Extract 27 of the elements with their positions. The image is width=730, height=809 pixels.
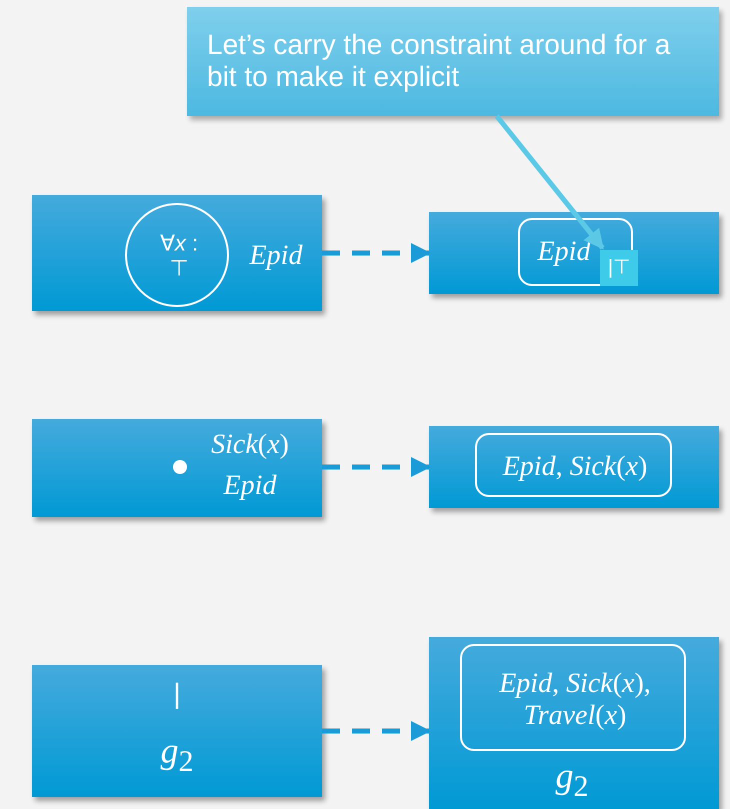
math-label: Epid, Sick(x), Travel(x) — [498, 668, 652, 732]
callout-box — [187, 7, 719, 116]
highlight-box — [600, 250, 638, 286]
process-box — [32, 419, 322, 517]
math-label: Sick(x) — [211, 428, 289, 462]
math-label: Epid — [538, 236, 590, 268]
math-label: Epid, Sick(x) — [502, 450, 648, 484]
process-box — [429, 426, 719, 508]
process-box — [429, 212, 719, 294]
dashed-arrow — [322, 243, 431, 263]
callout-text: Let’s carry the constraint around for a bit to make it explicit — [207, 28, 672, 94]
math-label: Epid — [250, 240, 302, 272]
math-label: g$_{2}$ — [556, 756, 588, 804]
dashed-arrow — [322, 721, 431, 741]
math-label: Epid — [224, 470, 276, 502]
arrow — [494, 114, 605, 250]
dashed-arrow — [322, 457, 431, 477]
math-label: g$_{2}$ — [160, 730, 194, 780]
process-box — [32, 195, 322, 311]
process-box — [429, 637, 719, 809]
math-label: | — [173, 678, 181, 710]
math-label: |⊤ — [608, 256, 630, 280]
context-box — [460, 644, 686, 751]
context-box — [475, 433, 672, 497]
quantifier-circle — [125, 203, 229, 307]
math-label: ∀x : ⊤ — [158, 230, 200, 282]
process-box — [32, 665, 322, 797]
